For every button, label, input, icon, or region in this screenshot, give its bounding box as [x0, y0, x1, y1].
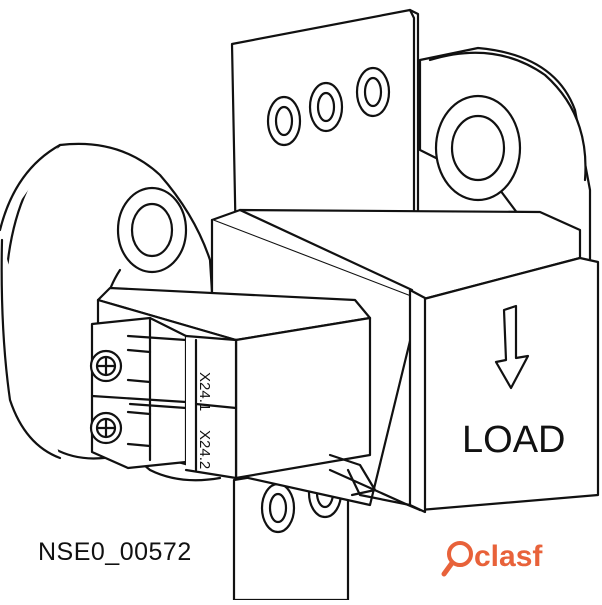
watermark-logo: clasf	[440, 536, 590, 580]
bolt-hole	[266, 95, 302, 147]
terminal-label-x24-1: X24.1	[196, 372, 213, 411]
terminal-strip	[89, 316, 238, 480]
terminal-screw-1	[89, 349, 123, 383]
watermark-text: clasf	[474, 540, 543, 573]
down-arrow-icon	[494, 304, 530, 390]
bolt-hole	[308, 81, 344, 133]
terminal-screw-2	[89, 411, 123, 445]
magnifier-icon	[441, 541, 473, 577]
bolt-hole	[355, 66, 391, 118]
terminal-label-x24-2: X24.2	[196, 430, 213, 469]
top-busbar	[230, 8, 420, 252]
document-id: NSE0_00572	[38, 538, 192, 566]
load-label: LOAD	[462, 419, 565, 461]
bolt-hole	[260, 482, 296, 534]
